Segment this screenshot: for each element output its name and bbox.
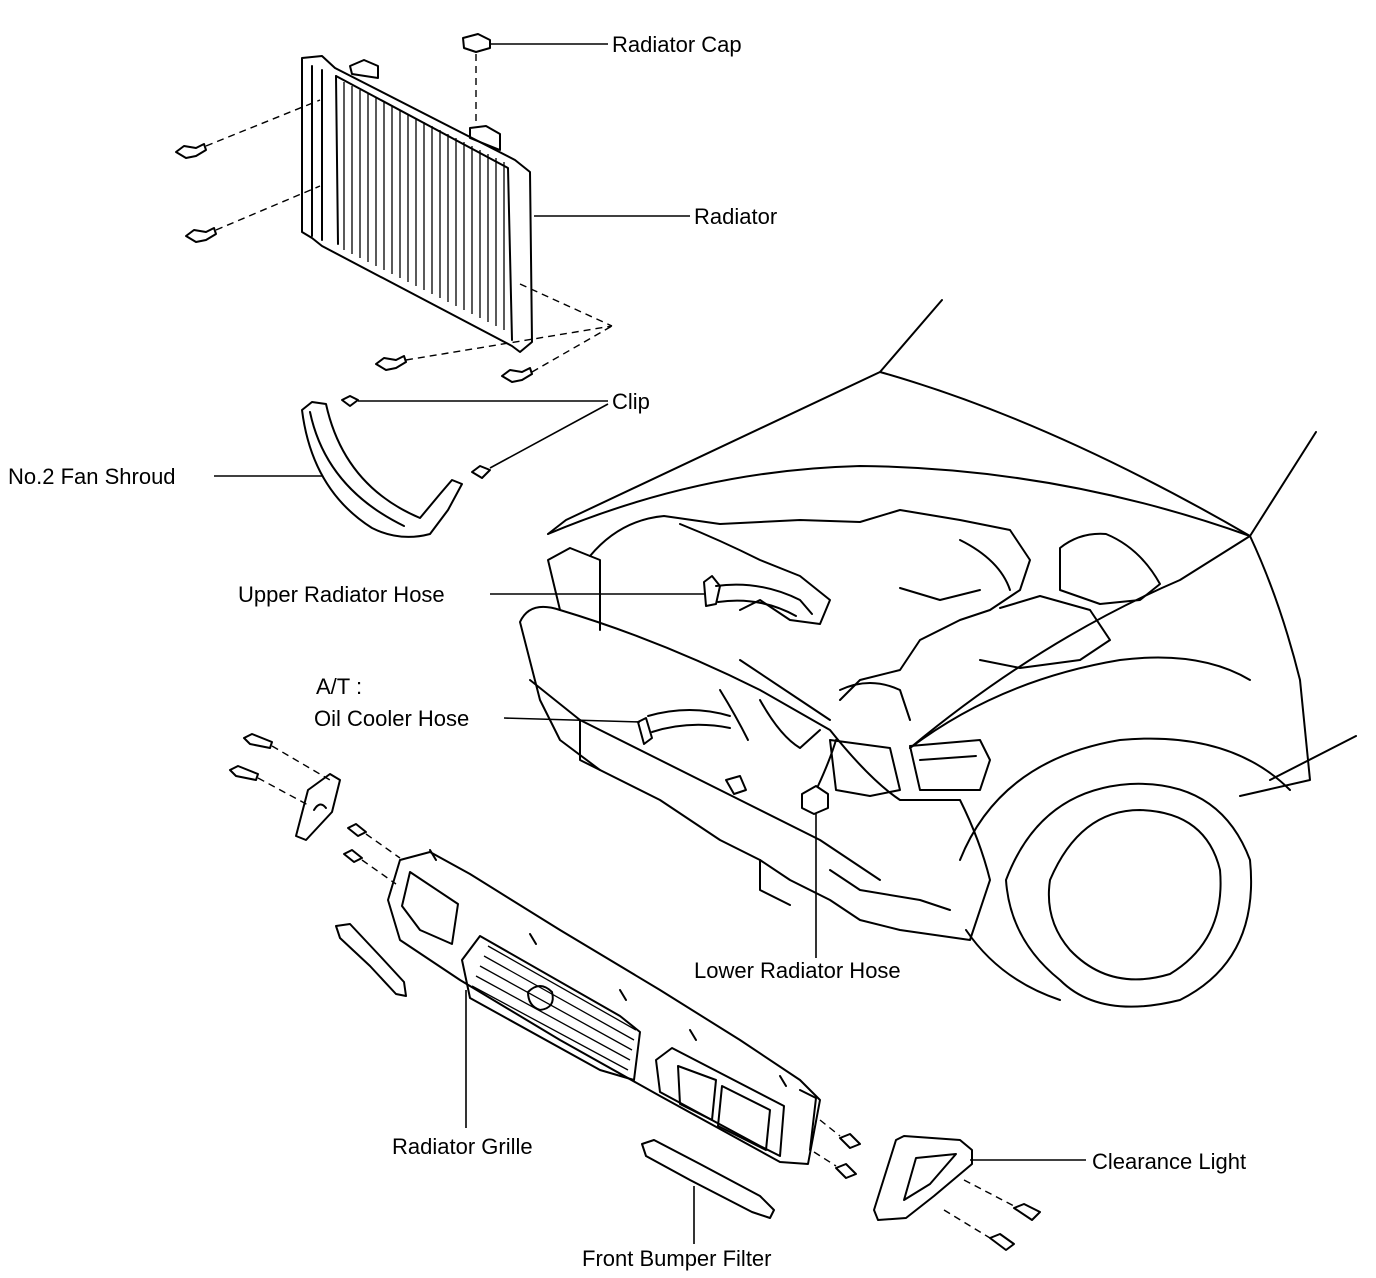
radiator-cap-part <box>462 33 491 126</box>
radiator-label: Radiator <box>694 204 777 229</box>
fan-shroud-part <box>301 401 463 538</box>
leader-lines <box>214 43 1086 1244</box>
vehicle-front-body <box>519 299 1357 1008</box>
front-bumper-filter-label: Front Bumper Filter <box>582 1246 772 1271</box>
clip-label: Clip <box>612 389 650 414</box>
fan-shroud-label: No.2 Fan Shroud <box>8 464 176 489</box>
clearance-light-label: Clearance Light <box>1092 1149 1246 1174</box>
grille-side-molding-part <box>335 923 407 997</box>
upper-radiator-hose-part <box>703 575 813 617</box>
lower-radiator-hose-label: Lower Radiator Hose <box>694 958 901 983</box>
at-prefix-label: A/T : <box>316 674 362 699</box>
radiator-grille-part <box>387 849 821 1165</box>
oil-cooler-hose-part <box>637 709 747 795</box>
headlamp-bracket-part <box>229 733 401 885</box>
clip-part <box>341 395 491 479</box>
upper-radiator-hose-label: Upper Radiator Hose <box>238 582 445 607</box>
radiator-part <box>175 55 613 383</box>
oil-cooler-hose-label: Oil Cooler Hose <box>314 706 469 731</box>
radiator-grille-label: Radiator Grille <box>392 1134 533 1159</box>
clearance-light-part <box>813 1119 1041 1251</box>
lower-radiator-hose-part <box>801 739 837 815</box>
radiator-cap-label: Radiator Cap <box>612 32 742 57</box>
front-bumper-filter-part <box>641 1139 775 1219</box>
